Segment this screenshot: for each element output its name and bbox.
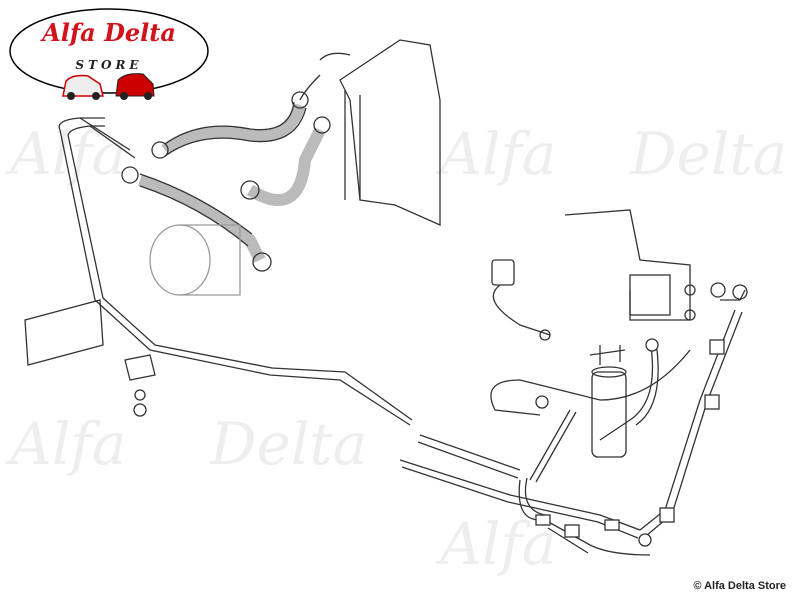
corrugated-hoses	[138, 103, 326, 263]
pressure-switch	[491, 259, 551, 341]
car-icon	[115, 73, 155, 100]
pipe-lines	[58, 117, 746, 556]
watermark: Delta	[630, 120, 788, 188]
logo-brand: Alfa Delta	[42, 18, 176, 47]
fittings	[535, 338, 725, 547]
insulation-pad	[24, 299, 104, 366]
hose-outlines	[121, 52, 351, 272]
compressor	[149, 224, 241, 296]
watermark: Delta	[210, 410, 368, 478]
condenser	[339, 39, 441, 227]
watermark: Alfa	[10, 120, 127, 188]
alfa-delta-store-logo[interactable]: Alfa Delta STORE	[8, 6, 210, 102]
watermark: Alfa	[10, 410, 127, 478]
expansion-valve	[564, 209, 748, 321]
watermark: Alfa	[440, 120, 557, 188]
receiver-drier	[589, 345, 627, 458]
car-icon	[62, 74, 104, 100]
logo-subtitle: STORE	[75, 58, 143, 72]
logo-oval	[9, 8, 209, 100]
pipe-clip	[124, 354, 156, 417]
copyright-notice: © Alfa Delta Store	[693, 580, 786, 592]
